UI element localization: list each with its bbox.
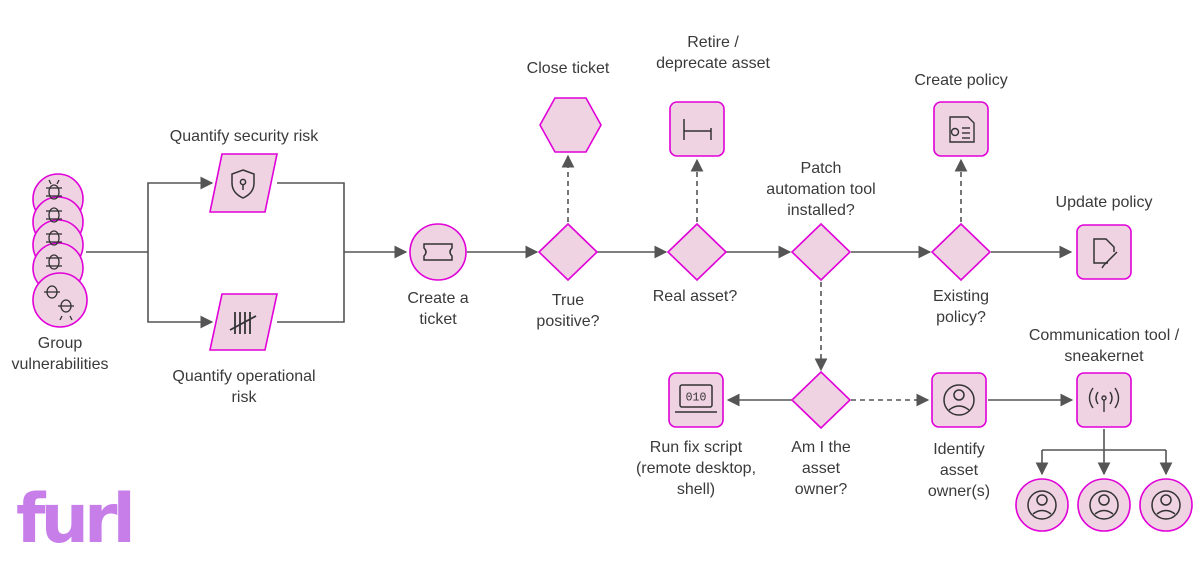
user-circle-icon xyxy=(1027,490,1057,520)
connector-split-operational xyxy=(147,252,214,329)
quantify-security-risk-node xyxy=(209,153,278,213)
label-quantify-security-risk: Quantify security risk xyxy=(169,128,319,145)
document-edit-icon xyxy=(1093,238,1118,269)
label-update-policy: Update policy xyxy=(1055,194,1153,211)
laptop-binary-icon xyxy=(675,384,717,413)
user-circle-icon xyxy=(943,384,975,416)
run-fix-script-node: 010 xyxy=(668,372,724,428)
label-real-asset: Real asset? xyxy=(652,288,738,305)
binary-glyph: 010 xyxy=(686,392,707,405)
asset-owner-3 xyxy=(1139,478,1193,532)
user-circle-icon xyxy=(1151,490,1181,520)
broadcast-antenna-icon xyxy=(1088,387,1120,412)
close-ticket-node xyxy=(539,97,602,153)
patch-tool-decision xyxy=(790,222,852,282)
ticket-icon xyxy=(423,243,453,261)
existing-policy-decision xyxy=(930,222,992,282)
quantify-operational-risk-node xyxy=(209,293,278,351)
comm-tool-node xyxy=(1076,372,1132,428)
group-vulnerabilities-node xyxy=(32,173,88,328)
connector-split-security xyxy=(147,176,214,252)
real-asset-decision xyxy=(666,222,728,282)
asset-owner-nodes xyxy=(1015,478,1193,532)
asset-owner-1 xyxy=(1015,478,1069,532)
user-circle-icon xyxy=(1089,490,1119,520)
connectors xyxy=(86,154,1173,476)
tally-marks-icon xyxy=(229,312,257,334)
create-ticket-node xyxy=(409,223,467,281)
true-positive-decision xyxy=(537,222,599,282)
shield-keyhole-icon xyxy=(231,169,255,199)
label-run-fix-script: Run fix script(remote desktop,shell) xyxy=(635,439,757,498)
bug-icon xyxy=(44,179,74,321)
identify-owner-node xyxy=(931,372,987,428)
certificate-document-icon xyxy=(949,116,975,143)
label-comm-tool: Communication tool /sneakernet xyxy=(1028,327,1180,365)
label-close-ticket: Close ticket xyxy=(526,60,610,77)
asset-owner-decision xyxy=(790,370,852,430)
asset-owner-2 xyxy=(1077,478,1131,532)
retire-asset-node xyxy=(669,101,725,157)
label-retire-asset: Retire /deprecate asset xyxy=(656,34,770,72)
create-policy-node xyxy=(933,101,989,157)
furl-logo: furl xyxy=(16,480,136,559)
update-policy-node xyxy=(1076,224,1132,280)
label-create-policy: Create policy xyxy=(914,72,1008,89)
bed-icon xyxy=(683,119,712,140)
connector-security-merge xyxy=(277,182,345,323)
